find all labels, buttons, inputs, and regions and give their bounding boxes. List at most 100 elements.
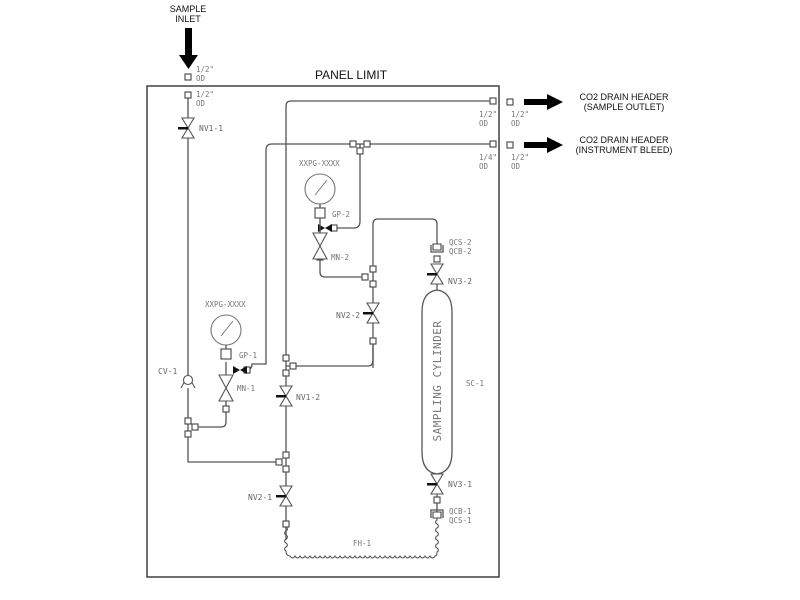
sc-1-label: SC-1 bbox=[466, 379, 484, 388]
nv3-2-label: NV3-2 bbox=[448, 277, 472, 286]
outlet1-label-line2: (SAMPLE OUTLET) bbox=[584, 102, 665, 112]
gp-1-label: GP-1 bbox=[239, 351, 257, 360]
bleed-line-main bbox=[245, 143, 493, 371]
gauge-needle-icon bbox=[220, 320, 234, 337]
mn-1-label: MN-1 bbox=[237, 384, 255, 393]
qcs-2-label: QCS-2 bbox=[449, 238, 472, 247]
outlet2-arrow-icon bbox=[524, 137, 563, 153]
fitting bbox=[369, 280, 377, 288]
fitting bbox=[369, 265, 377, 273]
fitting bbox=[275, 458, 283, 466]
valve-stem-icon bbox=[276, 395, 286, 398]
fitting bbox=[433, 255, 441, 263]
gauge-isolation-valve-icon bbox=[318, 224, 332, 232]
outlet1-label-line1: CO2 DRAIN HEADER bbox=[579, 92, 669, 102]
valve-stem-icon bbox=[178, 127, 188, 130]
qcb-2-label: QCB-2 bbox=[449, 247, 472, 256]
nv3-1-label: NV3-1 bbox=[448, 480, 472, 489]
gp-2-label: GP-2 bbox=[332, 210, 350, 219]
qcs-1-label: QCS-1 bbox=[449, 516, 472, 525]
sample-outlet-line bbox=[285, 100, 493, 360]
nv2-2-label: NV2-2 bbox=[336, 311, 360, 320]
outlet2-label-line2: (INSTRUMENT BLEED) bbox=[576, 145, 673, 155]
panel-limit-label: PANEL LIMIT bbox=[315, 68, 388, 82]
gauge-2: XXPG-XXXX GP-2 bbox=[299, 159, 350, 233]
inlet-outer-od: OD bbox=[196, 74, 206, 83]
gauge-1: XXPG-XXXX GP-1 bbox=[205, 300, 257, 360]
valve-stem-icon bbox=[276, 495, 286, 498]
sample-inlet: SAMPLE INLET 1/2" OD 1/2" OD bbox=[170, 4, 214, 108]
fitting bbox=[191, 423, 199, 431]
flex-hose: FH-1 bbox=[283, 518, 440, 559]
outlet1-outer-od: OD bbox=[511, 119, 521, 128]
fitting bbox=[282, 520, 290, 528]
fitting bbox=[282, 465, 290, 473]
fitting bbox=[433, 496, 441, 504]
fitting bbox=[222, 405, 230, 413]
inlet-inner-fitting bbox=[184, 91, 192, 99]
outlet2-outer-fitting bbox=[506, 141, 514, 149]
inlet-label-line1: SAMPLE bbox=[170, 4, 207, 14]
valve-cv-1: CV-1 bbox=[158, 367, 196, 389]
flex-hose-icon bbox=[283, 518, 440, 559]
valve-stem-icon bbox=[427, 273, 437, 276]
inlet-line bbox=[187, 98, 278, 463]
qcb-2-fitting bbox=[430, 245, 444, 253]
fitting bbox=[289, 362, 297, 370]
fitting bbox=[356, 147, 364, 155]
outlet-sample: 1/2" OD CO2 DRAIN HEADER (SAMPLE OUTLET) bbox=[506, 92, 669, 128]
valve-stem-icon bbox=[427, 483, 437, 486]
gauge-2-tag: XXPG-XXXX bbox=[299, 159, 340, 168]
fitting bbox=[282, 369, 290, 377]
qcb-1-label: QCB-1 bbox=[449, 507, 472, 516]
manifold-valve-icon bbox=[312, 232, 328, 260]
outlet1-outer-size: 1/2" bbox=[511, 110, 529, 119]
fitting bbox=[282, 354, 290, 362]
cv-1-label: CV-1 bbox=[158, 367, 177, 376]
nv1-2-to-nv2-2-line bbox=[286, 340, 374, 367]
gauge-needle-icon bbox=[314, 179, 328, 196]
gp-1-isolation-valve bbox=[233, 366, 247, 374]
nv2-1-label: NV2-1 bbox=[248, 493, 272, 502]
fitting bbox=[489, 140, 497, 148]
inlet-outer-fitting bbox=[184, 73, 192, 81]
check-valve-ball-icon bbox=[182, 374, 194, 386]
cylinder-body bbox=[421, 289, 453, 475]
manifold-valve-icon bbox=[218, 374, 234, 402]
mn2-drain-line bbox=[319, 230, 366, 278]
fitting bbox=[361, 273, 369, 281]
outlet-bleed: 1/2" OD CO2 DRAIN HEADER (INSTRUMENT BLE… bbox=[506, 135, 673, 171]
outlet2-outer-od: OD bbox=[511, 162, 521, 171]
cylinder-top-line bbox=[372, 218, 438, 368]
valve-nv3-2: NV3-2 bbox=[427, 263, 472, 286]
outlet2-inner-od: OD bbox=[479, 162, 489, 171]
fittings bbox=[184, 97, 497, 528]
fitting bbox=[184, 430, 192, 438]
inlet-inner-size: 1/2" bbox=[196, 90, 214, 99]
inlet-arrow-icon bbox=[179, 28, 198, 69]
outlet1-arrow-icon bbox=[524, 94, 563, 110]
nv1-1-label: NV1-1 bbox=[199, 124, 223, 133]
mn1-drain-line bbox=[193, 405, 227, 428]
qcb-1-fitting bbox=[430, 509, 444, 518]
valve-nv1-2: NV1-2 bbox=[276, 385, 320, 407]
valve-mn-2: MN-2 bbox=[312, 232, 349, 262]
sampling-cylinder: SAMPLING CYLINDER SC-1 bbox=[421, 284, 484, 475]
gauge-isolation-valve-icon bbox=[233, 366, 247, 374]
gp-2-isolation-valve bbox=[318, 224, 332, 232]
inlet-label-line2: INLET bbox=[175, 14, 201, 24]
fitting bbox=[282, 451, 290, 459]
outlet2-label-line1: CO2 DRAIN HEADER bbox=[579, 135, 669, 145]
valve-stem-icon bbox=[363, 312, 373, 315]
fitting bbox=[184, 417, 192, 425]
outlet1-inner-od: OD bbox=[479, 119, 489, 128]
fitting bbox=[349, 140, 357, 148]
outlet2-inner-size: 1/4" bbox=[479, 153, 497, 162]
valve-nv1-1: NV1-1 bbox=[178, 117, 223, 139]
gauge-1-tag: XXPG-XXXX bbox=[205, 300, 246, 309]
outlet2-outer-size: 1/2" bbox=[511, 153, 529, 162]
gauge-port bbox=[314, 207, 326, 219]
nv1-2-label: NV1-2 bbox=[296, 393, 320, 402]
valve-mn-1: MN-1 bbox=[218, 374, 255, 406]
